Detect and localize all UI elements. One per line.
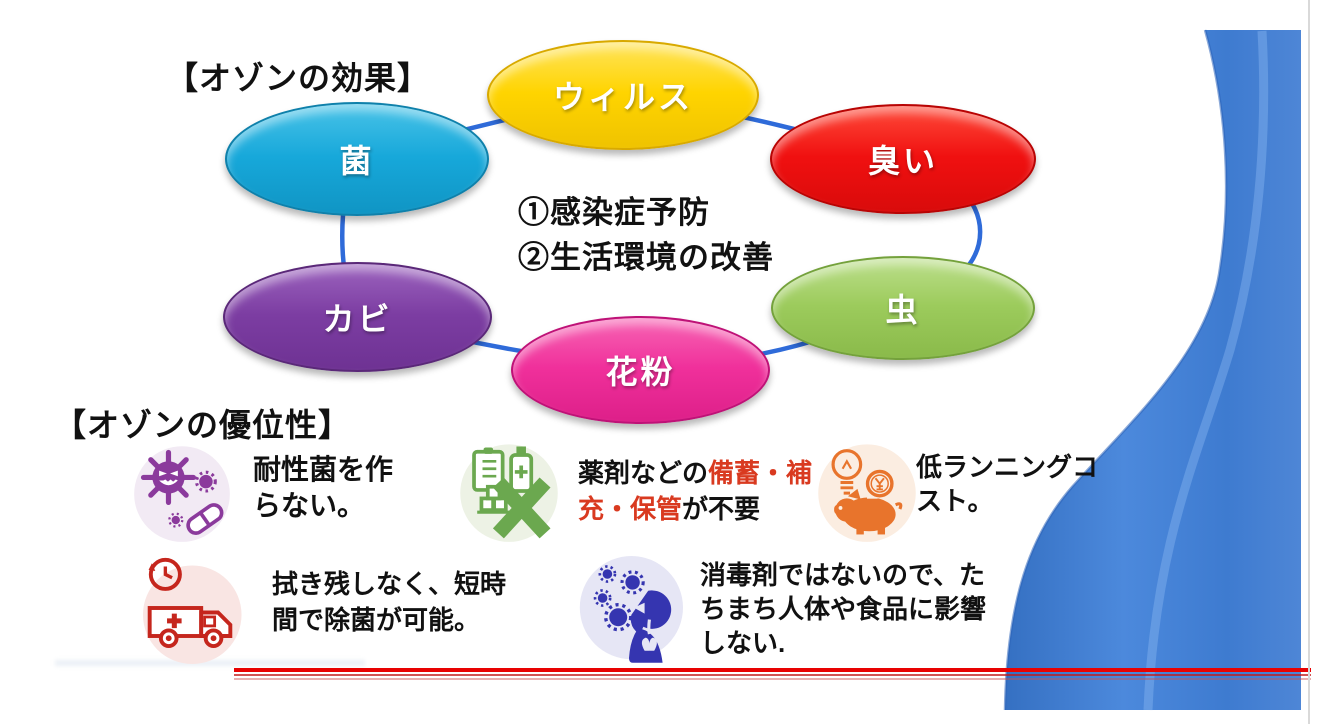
resistant-bacteria-icon [130, 440, 234, 549]
bubble-virus-label: ウィルス [552, 79, 693, 115]
human-safe-icon [575, 550, 695, 675]
advantage-text-fast-disinfection: 拭き残しなく、短時間で除菌が可能。 [272, 569, 507, 635]
advantages-section-title: 【オゾンの優位性】 [54, 407, 352, 443]
fast-disinfection-icon [134, 552, 246, 669]
bubble-insect-label: 虫 [885, 292, 921, 328]
advantage-text-part: が不要 [682, 494, 761, 524]
bubble-odor: 臭い [770, 104, 1036, 214]
bubble-mold: カビ [223, 262, 492, 372]
bubble-bacteria: 菌 [225, 102, 489, 216]
advantage-text-part: 薬剤などの [578, 458, 709, 488]
effects-section-title: 【オゾンの効果】 [166, 60, 431, 96]
bubble-odor-label: 臭い [867, 143, 938, 179]
low-running-cost-icon [814, 438, 920, 549]
advantage-text-part-highlight: 備蓄・補充・保管 [578, 458, 813, 524]
ghost-smudge [55, 660, 365, 666]
slide-right-border [1308, 0, 1310, 724]
center-benefits-text: ①感染症予防 ②生活環境の改善 [518, 190, 774, 280]
bubble-mold-label: カビ [322, 301, 393, 337]
benefit-line-1: ①感染症予防 [518, 195, 710, 230]
bubble-pollen: 花粉 [511, 316, 770, 424]
accent-double-line [234, 668, 1311, 680]
bubble-virus: ウィルス [487, 40, 759, 150]
bubble-bacteria-label: 菌 [339, 143, 375, 179]
no-chemical-stock-icon [456, 438, 562, 549]
benefit-line-2: ②生活環境の改善 [518, 240, 774, 275]
advantage-text-human-safe: 消毒剤ではないので、たちまち人体や食品に影響しない. [700, 560, 987, 658]
advantage-text-low-running-cost: 低ランニングコスト。 [916, 452, 1099, 516]
advantage-text-resistant-bacteria: 耐性菌を作らない。 [253, 454, 394, 521]
advantage-text-no-chemical-stock: 薬剤などの備蓄・補充・保管が不要 [578, 455, 824, 527]
bubble-pollen-label: 花粉 [605, 354, 676, 390]
bubble-insect: 虫 [771, 256, 1035, 360]
